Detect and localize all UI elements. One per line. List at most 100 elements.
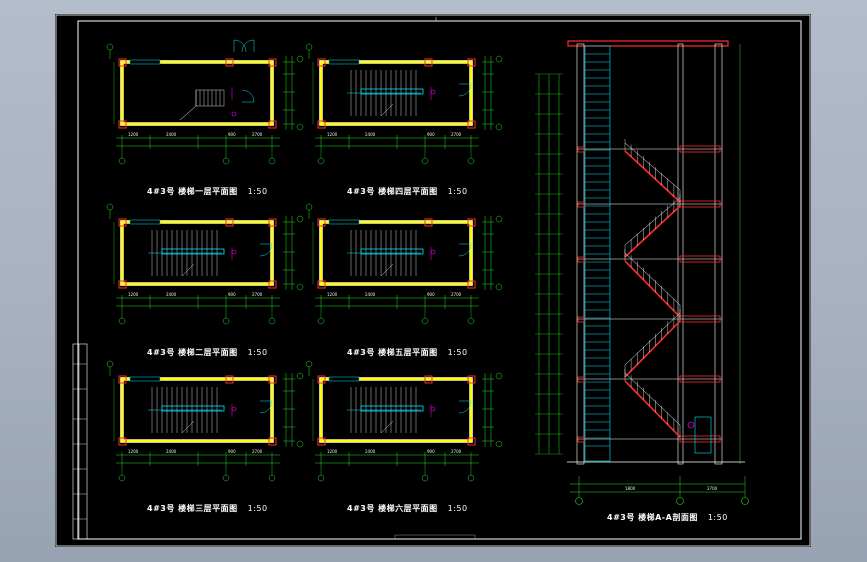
plan-column [118, 280, 127, 289]
plan-floor1 [106, 39, 304, 165]
plan-wall-outer [319, 60, 473, 126]
plan-column [467, 218, 476, 227]
plan-floor3 [106, 360, 304, 482]
dimension-text: 900 [427, 132, 435, 137]
dimension-text: 900 [228, 292, 236, 297]
axis-bubble-bottom [268, 474, 276, 482]
drawing-frame [55, 14, 811, 547]
section-flight-slab [624, 260, 681, 318]
plan-column [467, 280, 476, 289]
plan-window [328, 219, 360, 225]
plan-column [118, 120, 127, 129]
plan-column [268, 58, 277, 67]
plan-wall-fill [120, 220, 274, 286]
section-dimension-text: 2700 [707, 486, 718, 491]
section-flight-slab [624, 150, 681, 203]
door-swing [233, 39, 247, 53]
stair-break-line [179, 105, 197, 121]
section-handrail [624, 372, 681, 426]
axis-bubble-bottom [317, 157, 325, 165]
axis-bubble-bottom [467, 317, 475, 325]
dimension-text: 1200 [327, 132, 338, 137]
stair-handrail [161, 248, 225, 255]
door-swing [458, 400, 472, 414]
axis-bubble-bottom [317, 317, 325, 325]
section-slab-beam [577, 376, 585, 383]
plan-floor6 [305, 360, 503, 482]
plan-floor5 [305, 203, 503, 325]
section-axis-bubble [575, 497, 583, 505]
dimension-text: 2400 [166, 132, 177, 137]
section-handrail [624, 312, 681, 366]
plan-wall-outer [120, 220, 274, 286]
door-swing [458, 243, 472, 257]
plan-column [467, 437, 476, 446]
section-drawing [535, 40, 749, 505]
plan-column [268, 375, 277, 384]
stair-break-line [380, 420, 394, 434]
plan-column [317, 218, 326, 227]
plan-column [118, 58, 127, 67]
section-handrail [624, 142, 681, 191]
section-handrail [624, 197, 681, 246]
plan-column [467, 120, 476, 129]
plan-column [317, 437, 326, 446]
plan-wall-inner [123, 380, 271, 440]
section-slab-beam [577, 316, 585, 323]
dimension-text: 2400 [365, 449, 376, 454]
axis-bubble-bottom [118, 474, 126, 482]
plan-wall-outer [120, 60, 274, 126]
axis-bubble-right [495, 283, 503, 291]
axis-bubble-right [495, 215, 503, 223]
section-flight-slab [624, 380, 681, 438]
dimension-text: 900 [228, 132, 236, 137]
section-handrail [624, 252, 681, 306]
axis-bubble-right [495, 123, 503, 131]
plan-column [225, 58, 234, 67]
axis-bubble-top [305, 360, 313, 368]
plan-column [424, 58, 433, 67]
axis-bubble-top [106, 360, 114, 368]
axis-bubble-bottom [317, 474, 325, 482]
plan-wall-inner [322, 380, 470, 440]
axis-bubble-bottom [268, 317, 276, 325]
section-landing-beam [679, 435, 721, 443]
section-wall-right [714, 43, 723, 465]
dimension-text: 2700 [451, 292, 462, 297]
stair-break-line [181, 420, 195, 434]
stair-break-line [181, 263, 195, 277]
dimension-text: 2400 [166, 292, 177, 297]
door-swing [458, 83, 472, 97]
plan-window [129, 219, 161, 225]
door-swing [259, 400, 273, 414]
axis-bubble-right [296, 123, 304, 131]
axis-bubble-right [495, 55, 503, 63]
dimension-text: 900 [427, 449, 435, 454]
dimension-text: 2700 [451, 132, 462, 137]
stair-handrail [360, 405, 424, 412]
section-roof-beam [567, 40, 729, 47]
axis-bubble-bottom [222, 317, 230, 325]
section-flight-slab [624, 320, 681, 378]
plan-wall-fill [120, 60, 274, 126]
plan-window [129, 376, 161, 382]
dimension-text: 900 [427, 292, 435, 297]
axis-bubble-bottom [467, 157, 475, 165]
floor-plans [106, 39, 503, 482]
section-wall-mid [677, 43, 684, 465]
plan-wall-fill [319, 377, 473, 443]
axis-bubble-right [296, 440, 304, 448]
stair-handrail [161, 405, 225, 412]
plan-window [328, 59, 360, 65]
stair-handrail [360, 88, 424, 95]
dimension-text: 2400 [365, 292, 376, 297]
axis-bubble-bottom [467, 474, 475, 482]
stair-section [535, 40, 749, 505]
dimension-text: 2700 [252, 292, 263, 297]
